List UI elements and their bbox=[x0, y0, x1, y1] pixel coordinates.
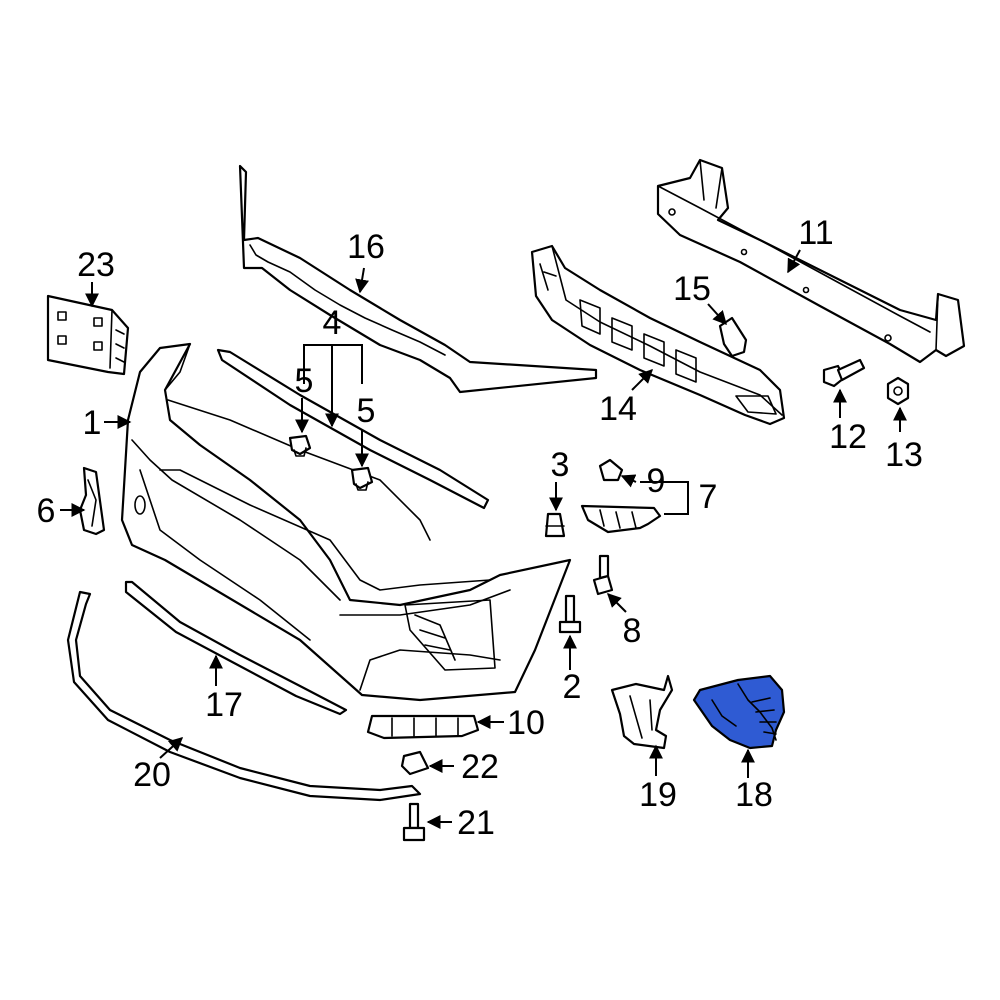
part-19-mount-bracket[interactable] bbox=[610, 674, 674, 750]
callout-1: 1 bbox=[83, 404, 102, 442]
part-5-clip-right[interactable] bbox=[350, 466, 374, 491]
part-12-bolt[interactable] bbox=[822, 358, 866, 388]
part-17-lower-molding[interactable] bbox=[124, 580, 348, 716]
callout-13: 13 bbox=[885, 436, 923, 474]
part-14-energy-absorber[interactable] bbox=[530, 244, 786, 426]
callout-14: 14 bbox=[599, 390, 637, 428]
part-22-clip-nut[interactable] bbox=[400, 750, 430, 776]
callout-21: 21 bbox=[457, 804, 495, 842]
part-21-screw[interactable] bbox=[402, 802, 426, 842]
leader-lines bbox=[60, 249, 907, 829]
part-18-fog-lamp-bezel[interactable] bbox=[692, 674, 786, 750]
part-13-nut[interactable] bbox=[886, 376, 910, 406]
part-9-clip[interactable] bbox=[598, 458, 624, 482]
part-1-bumper-cover[interactable] bbox=[120, 342, 572, 702]
part-6-tow-hook-cover[interactable] bbox=[78, 466, 106, 536]
callout-6: 6 bbox=[37, 492, 56, 530]
callout-10: 10 bbox=[507, 704, 545, 742]
callout-22: 22 bbox=[461, 748, 499, 786]
callout-19: 19 bbox=[639, 776, 677, 814]
callout-12: 12 bbox=[829, 418, 867, 456]
callout-4: 4 bbox=[323, 304, 342, 342]
callout-8: 8 bbox=[623, 612, 642, 650]
callout-5-right: 5 bbox=[357, 392, 376, 430]
part-2-screw[interactable] bbox=[558, 594, 582, 634]
callout-9: 9 bbox=[647, 462, 666, 500]
callout-labels: 23 1 6 16 4 5 5 3 9 7 8 2 17 20 10 22 21… bbox=[37, 214, 923, 842]
callout-23: 23 bbox=[77, 246, 115, 284]
callout-5-left: 5 bbox=[295, 362, 314, 400]
callout-2: 2 bbox=[563, 668, 582, 706]
part-7-side-bracket[interactable] bbox=[580, 504, 662, 534]
part-3-fastener[interactable] bbox=[544, 512, 566, 538]
callout-20: 20 bbox=[133, 756, 171, 794]
callout-17: 17 bbox=[205, 686, 243, 724]
part-20-lower-lip[interactable] bbox=[66, 590, 422, 802]
part-16-upper-trim[interactable] bbox=[238, 164, 598, 394]
callout-18: 18 bbox=[735, 776, 773, 814]
part-4-grille-molding[interactable] bbox=[216, 348, 490, 510]
callout-15: 15 bbox=[673, 270, 711, 308]
part-10-lower-bracket[interactable] bbox=[366, 714, 480, 740]
callout-11: 11 bbox=[798, 214, 833, 252]
callout-7: 7 bbox=[699, 478, 718, 516]
part-8-screw[interactable] bbox=[592, 554, 614, 596]
part-11-impact-bar[interactable] bbox=[656, 158, 966, 364]
part-15-bracket[interactable] bbox=[718, 316, 748, 358]
callout-16: 16 bbox=[347, 228, 385, 266]
part-23-license-bracket[interactable] bbox=[46, 294, 130, 376]
callout-3: 3 bbox=[551, 446, 570, 484]
part-5-clip-left[interactable] bbox=[288, 434, 312, 457]
